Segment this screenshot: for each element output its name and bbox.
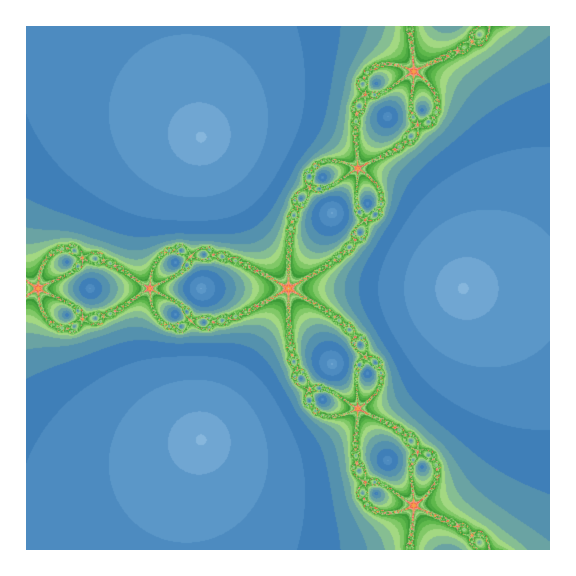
- newton-fractal-image: [26, 26, 550, 550]
